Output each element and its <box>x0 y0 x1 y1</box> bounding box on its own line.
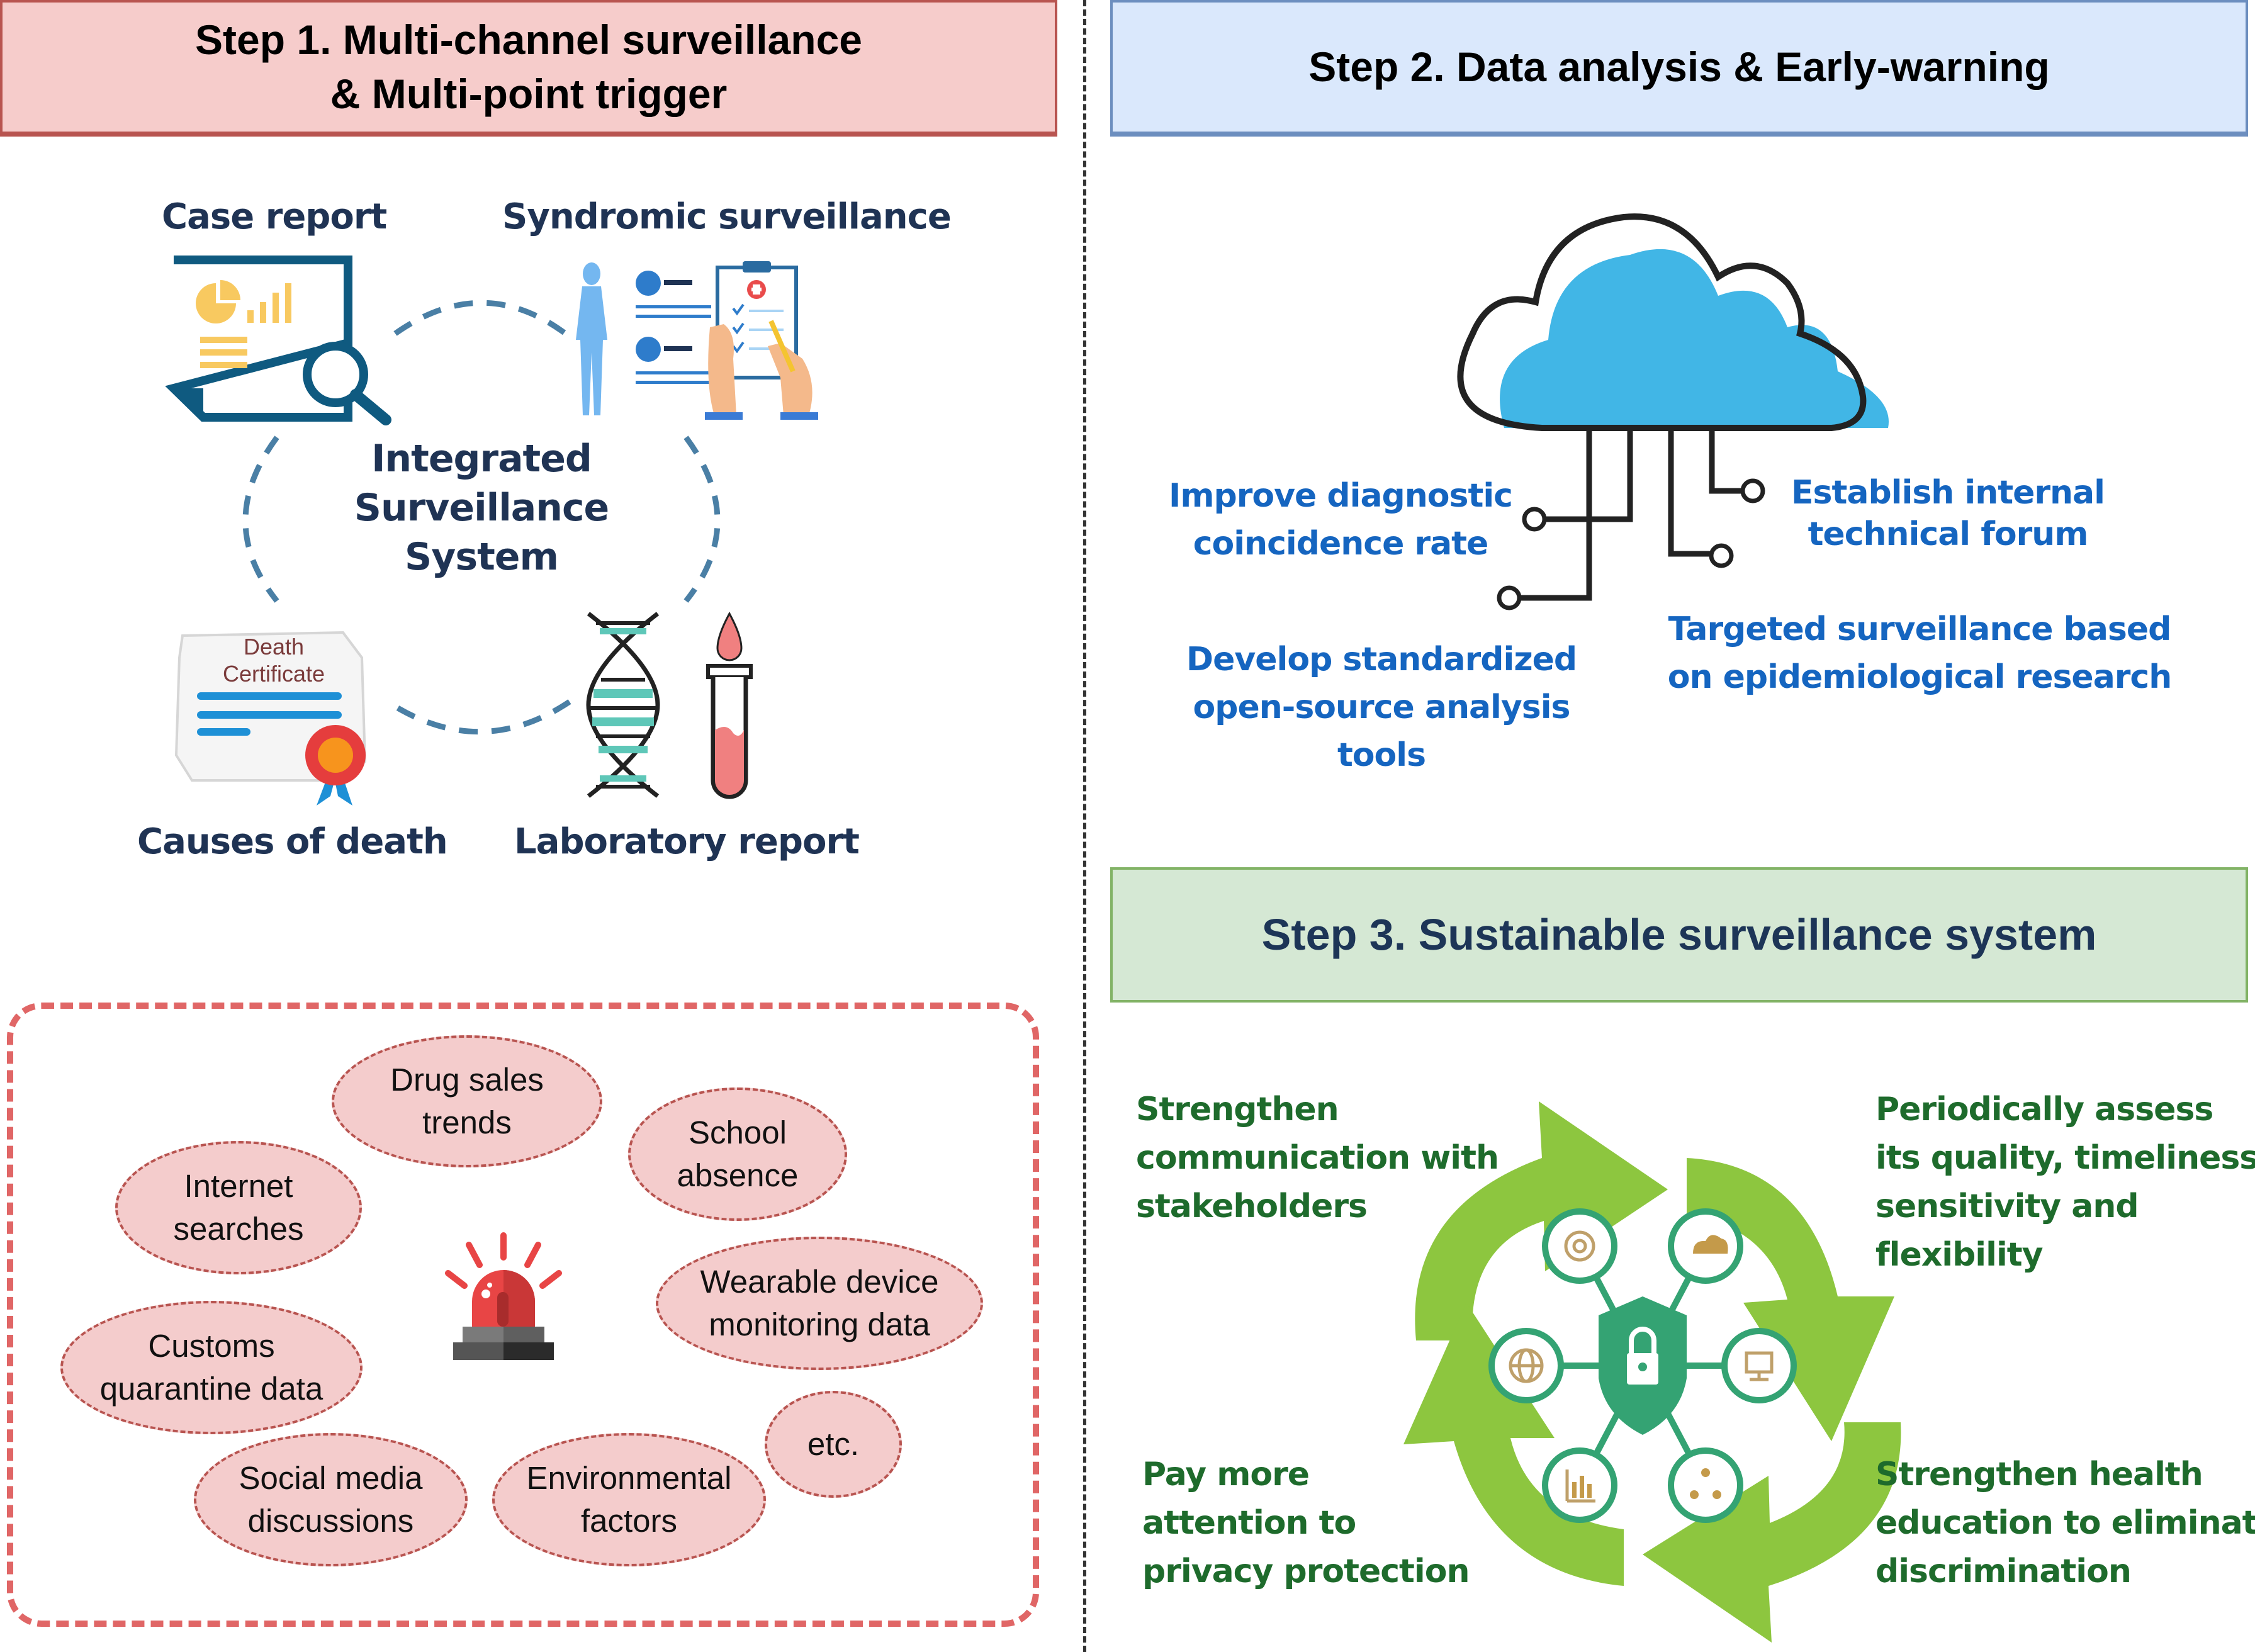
step2-develop-tools: Develop standardized open-source analysi… <box>1174 636 1589 779</box>
step3-privacy-protection: Pay more attention to privacy protection <box>1142 1451 1470 1596</box>
step1-header: Step 1. Multi-channel surveillance & Mul… <box>0 0 1057 137</box>
step3-health-education: Strengthen health education to eliminate… <box>1875 1451 2255 1596</box>
step3-text-line: flexibility <box>1875 1236 2044 1274</box>
step3-text-line: communication with <box>1136 1139 1499 1177</box>
step2-establish-forum: Establish internal technical forum <box>1756 472 2140 555</box>
certificate-word-death: Death <box>244 634 304 660</box>
case-report-icon <box>165 256 391 425</box>
step2-text-line: open-source analysis <box>1193 688 1571 726</box>
center-label-line1: Integrated <box>371 437 592 481</box>
step1-title-line1: Step 1. Multi-channel surveillance <box>195 16 862 63</box>
node-people <box>1668 1447 1743 1523</box>
step3-title: Step 3. Sustainable surveillance system <box>1261 910 2097 959</box>
step2-text-line: coincidence rate <box>1193 525 1489 563</box>
cycle-arrow-bottom-right <box>1643 1422 1901 1643</box>
case-report-label: Case report <box>162 196 387 237</box>
step2-text-line: Develop standardized <box>1186 641 1577 678</box>
node-settings <box>1542 1208 1617 1284</box>
step3-text-line: Periodically assess <box>1875 1091 2213 1128</box>
alternative-data-sources-frame <box>7 1003 1039 1627</box>
center-label-line2: Surveillance <box>354 486 609 530</box>
connector-top <box>393 300 571 339</box>
step2-text-line: on epidemiological research <box>1667 658 2173 696</box>
step3-text-line: its quality, timeliness, <box>1875 1139 2255 1177</box>
step2-text-line: Targeted surveillance based <box>1668 610 2172 648</box>
integrated-surveillance-system-label: Integrated Surveillance System <box>327 434 636 582</box>
laboratory-report-label: Laboratory report <box>514 821 860 862</box>
bubble-etc: etc. <box>765 1391 902 1498</box>
step2-text-line: technical forum <box>1808 515 2089 553</box>
bubble-customs-quarantine: Customs quarantine data <box>60 1301 363 1434</box>
step3-text-line: education to eliminate <box>1875 1504 2255 1542</box>
bubble-text: School <box>689 1115 787 1150</box>
bubble-text: Customs <box>148 1328 275 1364</box>
bubble-text: factors <box>580 1503 678 1539</box>
connector-right <box>683 435 721 603</box>
step3-text-line: Strengthen health <box>1875 1456 2203 1493</box>
syndromic-surveillance-label: Syndromic surveillance <box>502 196 952 237</box>
step2-header: Step 2. Data analysis & Early-warning <box>1110 0 2248 137</box>
bubble-drug-sales: Drug sales trends <box>332 1035 602 1167</box>
bubble-wearable-device: Wearable device monitoring data <box>656 1237 983 1370</box>
step3-periodic-assessment: Periodically assess its quality, timelin… <box>1875 1086 2255 1279</box>
laboratory-dna-icon <box>586 611 753 799</box>
node-computer <box>1721 1328 1797 1403</box>
bubble-internet-searches: Internet searches <box>115 1141 362 1274</box>
bubble-environmental-factors: Environmental factors <box>492 1433 766 1566</box>
center-label-line3: System <box>405 535 559 579</box>
step3-text-line: stakeholders <box>1136 1188 1368 1225</box>
bubble-school-absence: School absence <box>628 1087 847 1221</box>
bubble-social-media: Social media discussions <box>194 1433 468 1566</box>
alarm-siren-icon <box>445 1232 562 1360</box>
syndromic-surveillance-icon <box>576 261 818 420</box>
step3-text-line: Pay more <box>1142 1456 1310 1493</box>
step3-text-line: Strengthen <box>1136 1091 1339 1128</box>
step3-text-line: attention to <box>1142 1504 1356 1542</box>
bubble-text: Social media <box>239 1460 423 1496</box>
bubble-text: monitoring data <box>709 1306 930 1342</box>
bubble-text: trends <box>422 1104 512 1140</box>
step3-communication: Strengthen communication with stakeholde… <box>1136 1086 1499 1231</box>
certificate-word-certificate: Certificate <box>223 661 325 687</box>
step2-targeted-surveillance: Targeted surveillance based on epidemiol… <box>1662 605 2178 701</box>
step2-text-line: Improve diagnostic <box>1169 477 1513 515</box>
step2-text-line: Establish internal <box>1791 474 2105 512</box>
bubble-text: absence <box>677 1157 799 1193</box>
cycle-arrow-top-left <box>1415 1101 1668 1340</box>
bubble-text: searches <box>173 1211 304 1247</box>
bubble-text: Environmental <box>526 1460 732 1496</box>
step3-text-line: discrimination <box>1875 1553 2132 1590</box>
step3-header: Step 3. Sustainable surveillance system <box>1110 867 2248 1003</box>
death-certificate-icon: Death Certificate <box>174 631 367 806</box>
bubble-text: discussions <box>247 1503 414 1539</box>
cycle-arrow-top-right <box>1687 1158 1894 1441</box>
sustainability-cycle-icon <box>1403 1101 1901 1643</box>
bubble-text: Internet <box>184 1168 293 1204</box>
step3-text-line: privacy protection <box>1142 1553 1470 1590</box>
section-divider <box>1083 0 1086 1652</box>
step3-text-line: sensitivity and <box>1875 1188 2139 1225</box>
step1-title-line2: & Multi-point trigger <box>330 70 728 117</box>
step2-improve-diagnostic: Improve diagnostic coincidence rate <box>1152 472 1529 568</box>
step2-title: Step 2. Data analysis & Early-warning <box>1308 43 2050 90</box>
bubble-text: etc. <box>807 1426 860 1462</box>
cloud-network-icon <box>1457 213 1889 610</box>
connector-bottom <box>396 699 571 735</box>
connector-left <box>242 435 279 603</box>
step2-text-line: tools <box>1337 736 1426 774</box>
bubble-text: Wearable device <box>700 1264 939 1300</box>
causes-of-death-label: Causes of death <box>137 821 448 862</box>
bubble-text: quarantine data <box>99 1371 323 1407</box>
bubble-text: Drug sales <box>390 1062 544 1098</box>
